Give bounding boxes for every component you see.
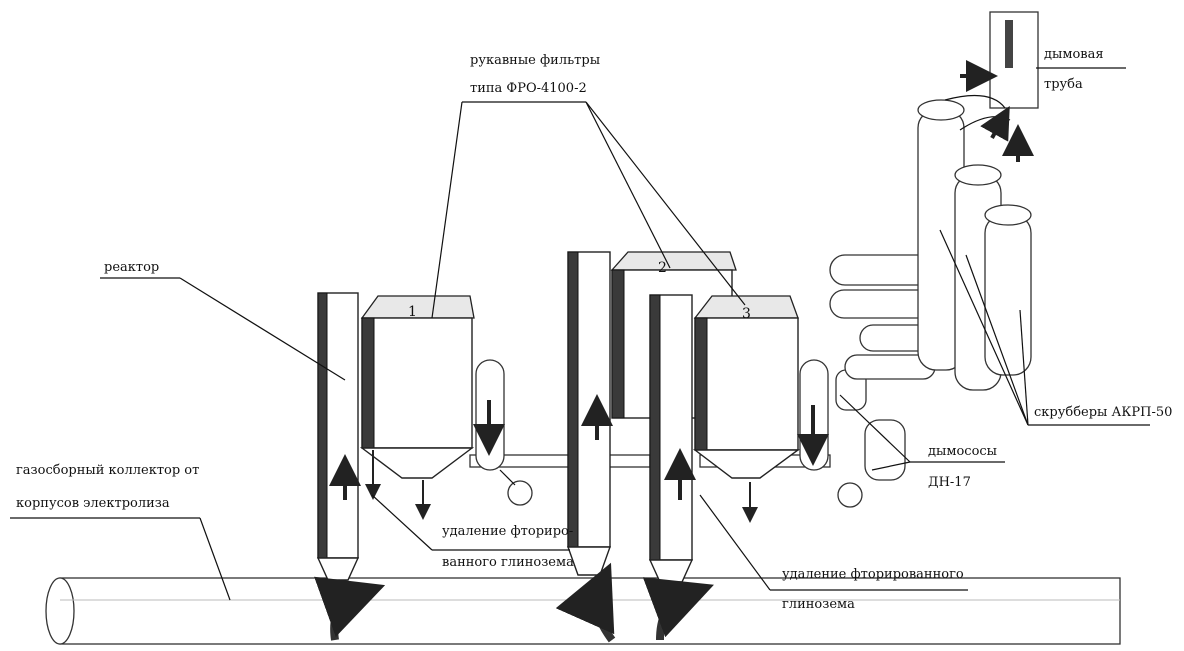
filter-number-2: 2 bbox=[658, 260, 667, 276]
chimney-label-line1: дымовая bbox=[1044, 47, 1104, 62]
filter-1 bbox=[362, 296, 474, 478]
collector-label-line2: корпусов электролиза bbox=[16, 496, 170, 511]
scrubbers-label: скрубберы АКРП-50 bbox=[1034, 405, 1172, 420]
scrubber-3 bbox=[985, 205, 1031, 375]
filter-3 bbox=[695, 296, 798, 478]
gas-collector-pipe bbox=[46, 578, 1120, 644]
fans-label-line1: дымососы bbox=[928, 444, 997, 459]
reactor-2 bbox=[568, 252, 610, 575]
removal-2-label-line2: глинозема bbox=[782, 597, 855, 612]
reactor-3 bbox=[650, 295, 692, 582]
chimney-label-line2: труба bbox=[1044, 77, 1083, 92]
filters-label-line1: рукавные фильтры bbox=[470, 53, 600, 68]
reactor-1 bbox=[318, 293, 358, 580]
filters-label-line2: типа ФРО-4100-2 bbox=[470, 81, 587, 96]
smoke-exhauster-2 bbox=[800, 360, 866, 507]
fans-label-line2: ДН-17 bbox=[928, 475, 971, 490]
reactor-label: реактор bbox=[104, 260, 159, 275]
removal-2-label-line1: удаление фторированного bbox=[782, 567, 964, 582]
filter-number-3: 3 bbox=[742, 306, 751, 322]
smoke-exhauster-1 bbox=[476, 360, 532, 505]
removal-1-label-line1: удаление фториро- bbox=[442, 524, 573, 539]
removal-1-label-line2: ванного глинозема bbox=[442, 555, 574, 570]
collector-label-line1: газосборный коллектор от bbox=[16, 463, 199, 478]
filter-number-1: 1 bbox=[408, 304, 417, 320]
